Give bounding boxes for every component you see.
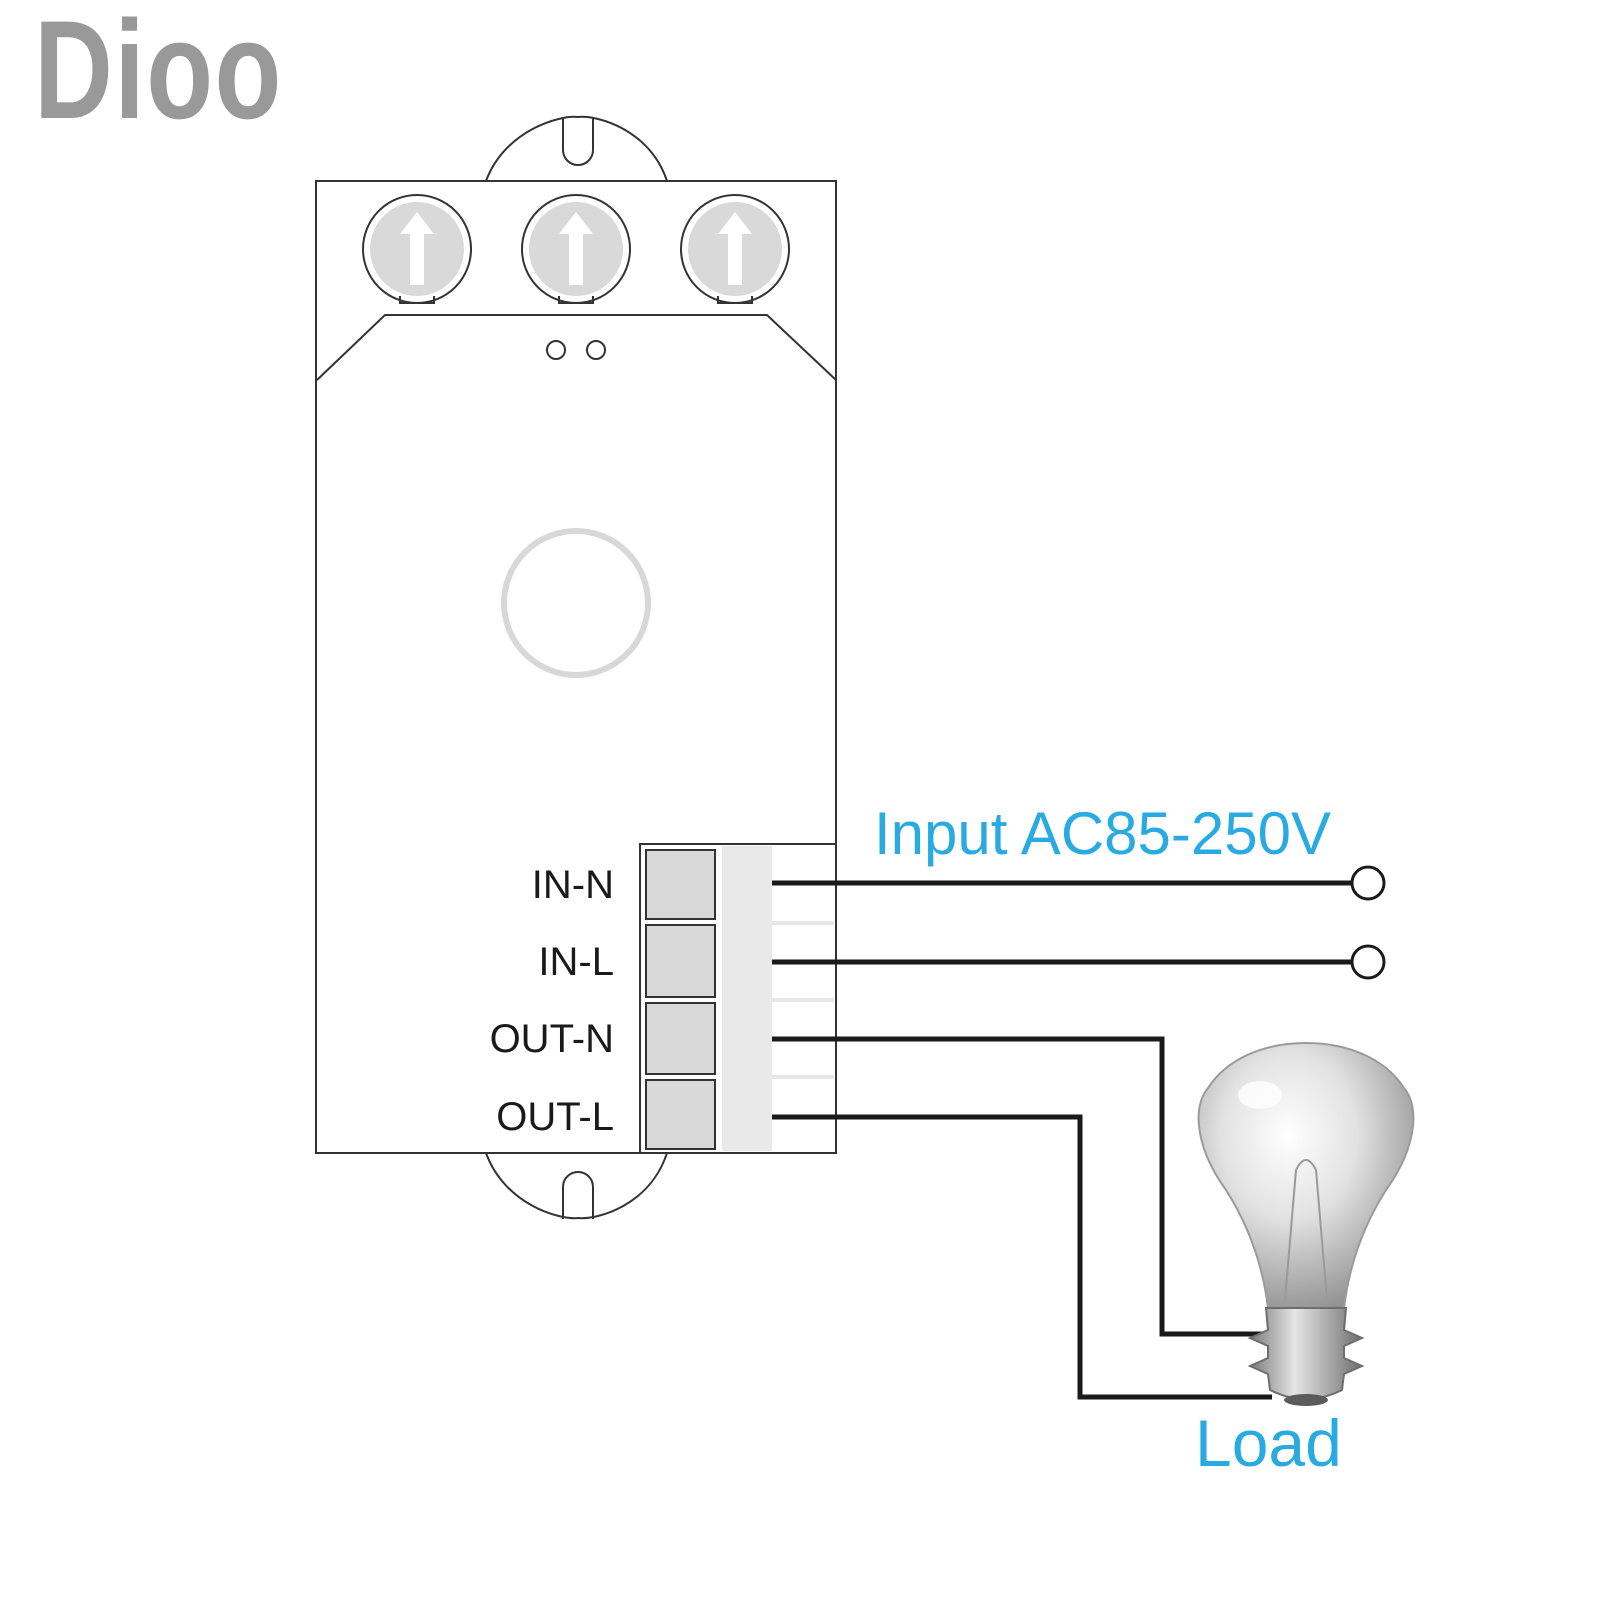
terminal-label-out-l: OUT-L (496, 1095, 614, 1139)
terminal-screw (645, 849, 716, 920)
terminal-screw (645, 1079, 716, 1150)
brand-watermark: Dioo (34, 0, 283, 148)
load-label: Load (1195, 1406, 1342, 1480)
terminal-label-out-n: OUT-N (490, 1017, 614, 1061)
led-indicator-icon (586, 340, 606, 360)
terminal-block (639, 843, 837, 1154)
top-mount-tab (485, 115, 668, 182)
adjust-knob-icon[interactable] (680, 194, 790, 304)
adjust-knob-icon[interactable] (521, 194, 631, 304)
bottom-mount-tab (485, 1152, 668, 1220)
terminal-label-in-n: IN-N (532, 863, 614, 907)
terminal-screw (645, 1002, 716, 1075)
terminal-screw (645, 924, 716, 998)
wire-out-n (772, 1036, 1265, 1337)
sensor-lens-icon (501, 528, 651, 678)
adjust-knob-icon[interactable] (362, 194, 472, 304)
input-voltage-label: Input AC85-250V (874, 800, 1331, 867)
input-terminal-n (1350, 865, 1386, 901)
light-bulb-icon (1197, 1041, 1415, 1406)
wire-out-l (772, 1114, 1272, 1400)
terminal-label-in-l: IN-L (538, 940, 614, 984)
housing-chamfer-line (316, 314, 837, 381)
input-terminal-l (1350, 944, 1386, 980)
led-indicator-icon (546, 340, 566, 360)
